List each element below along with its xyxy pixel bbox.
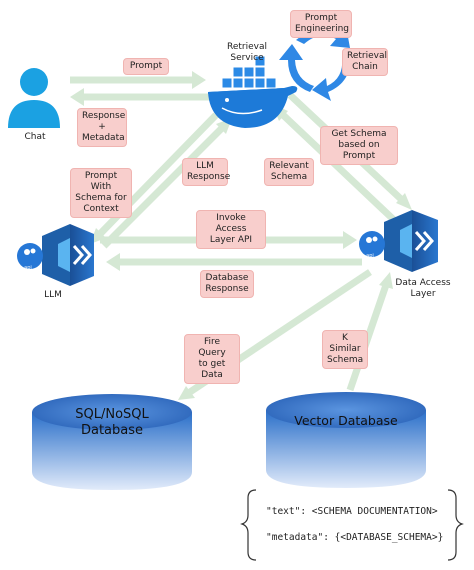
doc-text-line: "text": <SCHEMA DOCUMENTATION>: [266, 506, 438, 517]
arrow-relevant-schema: [279, 111, 397, 223]
cycle-arrows-icon: [279, 26, 351, 101]
dal-badge-text: api: [366, 253, 374, 259]
sql-database-cylinder: [32, 394, 192, 490]
label-relevant-schema: Relevant Schema: [264, 158, 314, 186]
data-access-layer-label: Data Access Layer: [395, 278, 451, 299]
vector-database-label: Vector Database: [294, 413, 398, 428]
label-prompt-with-schema: Prompt With Schema for Context: [70, 168, 132, 218]
label-database-response: Database Response: [200, 270, 254, 298]
sql-database-label: SQL/NoSQL Database: [75, 407, 149, 438]
label-prompt: Prompt: [123, 58, 169, 75]
llm-label: LLM: [44, 290, 62, 300]
vector-database-cylinder: [266, 392, 426, 488]
label-fire-query: Fire Query to get Data: [184, 334, 240, 384]
label-response-metadata: Response + Metadata: [77, 108, 127, 147]
arrow-k-similar: [346, 283, 390, 392]
llm-badge-text: api: [24, 265, 32, 271]
dal-api-icon: [359, 210, 438, 272]
label-llm-response: LLM Response: [182, 158, 230, 186]
doc-metadata-line: "metadata": {<DATABASE_SCHEMA>}: [266, 532, 444, 543]
doc-braces: [240, 489, 464, 561]
label-get-schema: Get Schema based on Prompt: [320, 126, 398, 165]
label-prompt-engineering: Prompt Engineering: [290, 10, 352, 38]
docker-whale-icon: [208, 55, 298, 128]
right-brace: [447, 489, 464, 561]
retrieval-service-label: Retrieval Service: [227, 42, 267, 63]
person-icon: [8, 68, 60, 128]
arrow-llm-response: [101, 123, 227, 249]
label-invoke-access: Invoke Access Layer API: [196, 210, 266, 249]
llm-api-icon: [17, 224, 94, 286]
chat-label: Chat: [24, 132, 46, 142]
left-brace: [240, 489, 257, 561]
label-k-similar: K Similar Schema: [322, 330, 368, 369]
label-retrieval-chain: Retrieval Chain: [342, 48, 388, 76]
